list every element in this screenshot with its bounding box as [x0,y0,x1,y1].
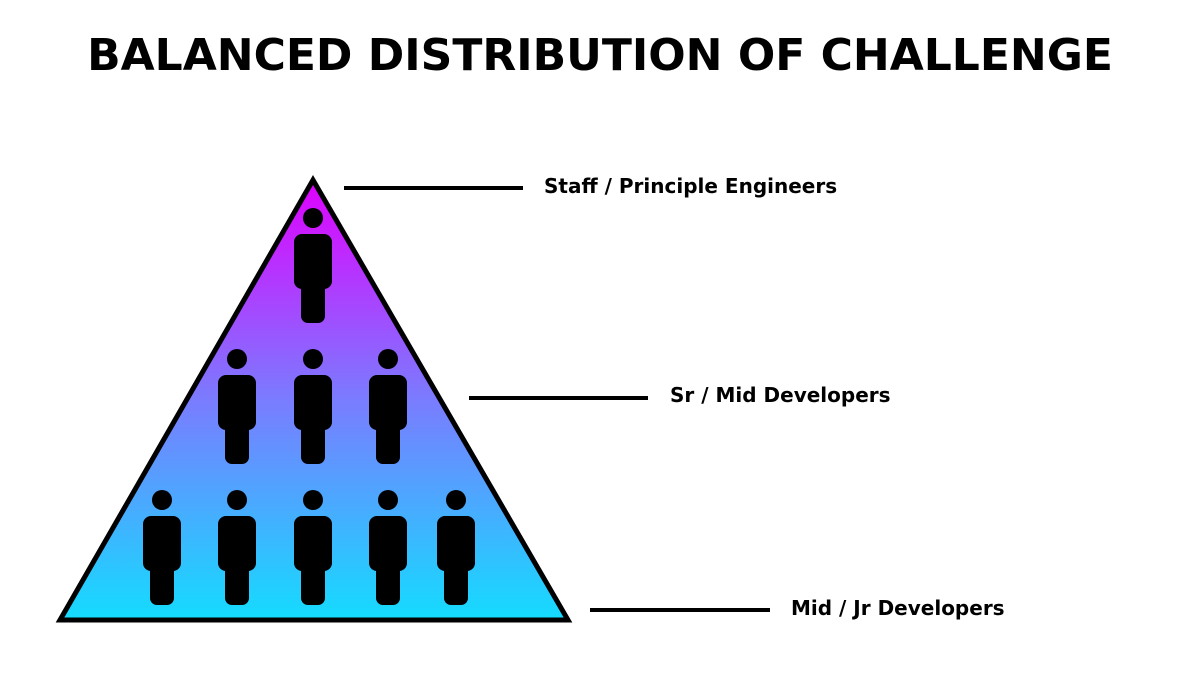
diagram-title: BALANCED DISTRIBUTION OF CHALLENGE [87,30,1113,81]
tier-2-label: Sr / Mid Developers [670,383,891,407]
tier-1-label: Staff / Principle Engineers [544,174,838,198]
tier-3-label: Mid / Jr Developers [791,596,1005,620]
